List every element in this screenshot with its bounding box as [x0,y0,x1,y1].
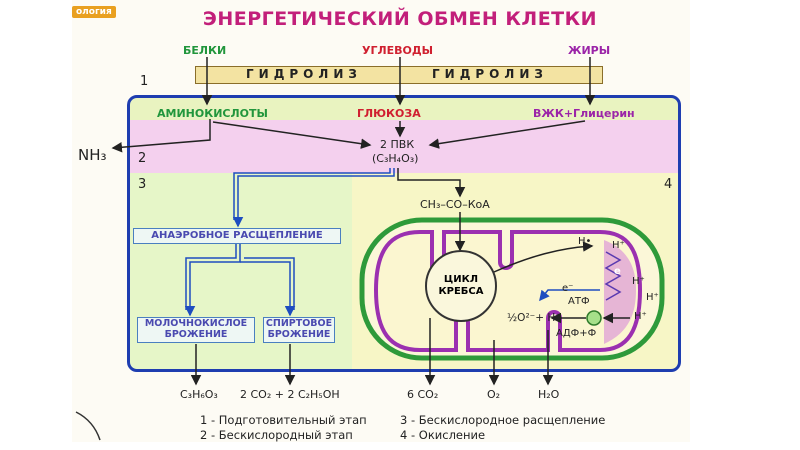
hydrogen-radical-label: H• [578,236,592,247]
fatty-acids-glycerol-label: ВЖК+Глицерин [533,107,635,120]
amino-acids-label: АМИНОКИСЛОТЫ [157,107,268,120]
amino-to-pvk-arrow [212,121,372,149]
hydrolysis-right-label: ГИДРОЛИЗ [432,67,548,81]
pvk-to-acetyl-arrow [397,168,466,198]
hydrolysis-band: ГИДРОЛИЗ ГИДРОЛИЗ [195,66,603,84]
pvk-to-anaerobic-arrow [232,168,395,228]
anaerobic-breakdown-box: АНАЭРОБНОЕ РАСЩЕПЛЕНИЕ [133,228,341,244]
fats-to-pvk-arrow [428,120,586,149]
electron-transport-chain [604,251,622,301]
stage-number-4: 4 [664,177,673,192]
pvk-to-anaerobic-arrow-outline [233,168,391,220]
electron-label: e⁻ [562,283,574,294]
krebs-to-hydrogen-arrow [493,241,594,273]
amino-to-ammonia-arrow [111,119,211,153]
electron-chain-label: e [614,266,621,277]
adp-label: АДФ+Ф [556,328,597,339]
stage-1-zone [130,98,678,120]
anaerobic-to-lactic-outline [185,244,237,310]
proton-label-1: H⁺ [612,240,625,251]
alcohol-fermentation-box: СПИРТОВОЕ БРОЖЕНИЕ [263,317,335,343]
fats-label: ЖИРЫ [568,44,611,57]
oxygen-input: O₂ [487,388,501,401]
hydrolysis-left-label: ГИДРОЛИЗ [246,67,362,81]
legend-item-2: 2 - Бескислородный этап [200,428,353,442]
anaerobic-to-alcohol-arrow [240,261,296,317]
krebs-label-line1: ЦИКЛ [443,274,479,285]
pvk-formula: (C₃H₄O₃) [372,152,419,165]
legend-item-3: 3 - Бескислородное расщепление [400,413,606,427]
alcohol-product: 2 CO₂ + 2 C₂H₅OH [240,388,340,401]
subject-tag: ология [72,6,116,18]
pen-mark [75,411,101,441]
legend-item-1: 1 - Подготовительный этап [200,413,367,427]
pvk-label: 2 ПВК [380,138,415,151]
proton-label-3: H⁺ [646,292,659,303]
atp-synthase [586,310,602,326]
acetyl-coa-label: CH₃–CO–КоА [420,198,490,211]
proteins-label: БЕЛКИ [183,44,227,57]
carbohydrates-label: УГЛЕВОДЫ [362,44,434,57]
proton-label-4: H⁺ [634,311,647,322]
oxygen-reduction-label: ½O²⁻+ H⁺ [507,312,561,324]
anaerobic-to-lactic-arrow [184,244,241,317]
stage-number-3: 3 [138,177,147,192]
water-product: H₂O [538,388,560,401]
page-title: ЭНЕРГЕТИЧЕСКИЙ ОБМЕН КЛЕТКИ [202,8,598,30]
krebs-cycle: ЦИКЛ КРЕБСА [425,250,497,322]
stage-number-1: 1 [140,74,149,89]
co2-product: 6 CO₂ [407,388,439,401]
legend-item-4: 4 - Окисление [400,428,486,442]
krebs-label-line2: КРЕБСА [438,286,484,297]
lactic-acid-product: C₃H₆O₃ [180,388,218,401]
proton-label-2: H⁺ [632,276,645,287]
electron-flow-arrow [539,289,600,302]
atp-label: АТФ [568,296,590,307]
ammonia-label: NH₃ [78,146,107,164]
lactic-fermentation-box: МОЛОЧНОКИСЛОЕ БРОЖЕНИЕ [137,317,255,343]
stage-number-2: 2 [138,151,147,166]
anaerobic-to-alcohol-outline [244,257,295,310]
glucose-label: ГЛЮКОЗА [357,107,421,120]
